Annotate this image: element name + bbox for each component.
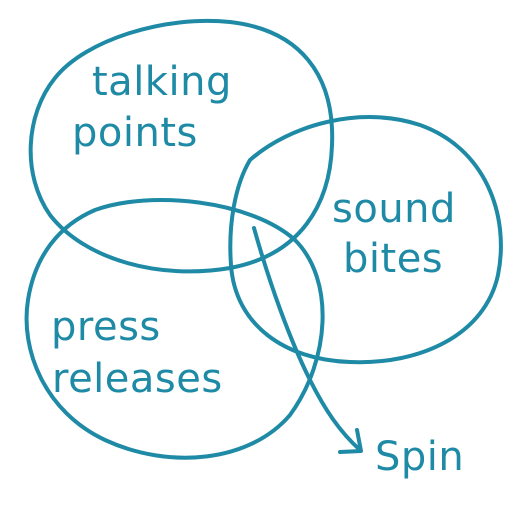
label-sound-bites: sound bites xyxy=(332,186,469,282)
circle-press-releases xyxy=(24,198,325,460)
label-sound-line-2: bites xyxy=(343,236,443,282)
label-press-line-1: press xyxy=(51,304,161,350)
label-spin: Spin xyxy=(375,434,464,480)
label-press-releases: press releases xyxy=(51,304,223,402)
spin-arrow-line xyxy=(252,226,362,452)
spin-arrow-head-icon xyxy=(338,428,363,454)
label-press-line-2: releases xyxy=(52,356,223,402)
label-talking-points: talking points xyxy=(72,59,245,156)
label-talking-line-1: talking xyxy=(92,59,232,105)
label-talking-line-2: points xyxy=(72,110,198,156)
label-sound-line-1: sound xyxy=(332,186,456,232)
circle-talking-points xyxy=(28,18,335,274)
circle-sound-bites xyxy=(228,115,503,365)
